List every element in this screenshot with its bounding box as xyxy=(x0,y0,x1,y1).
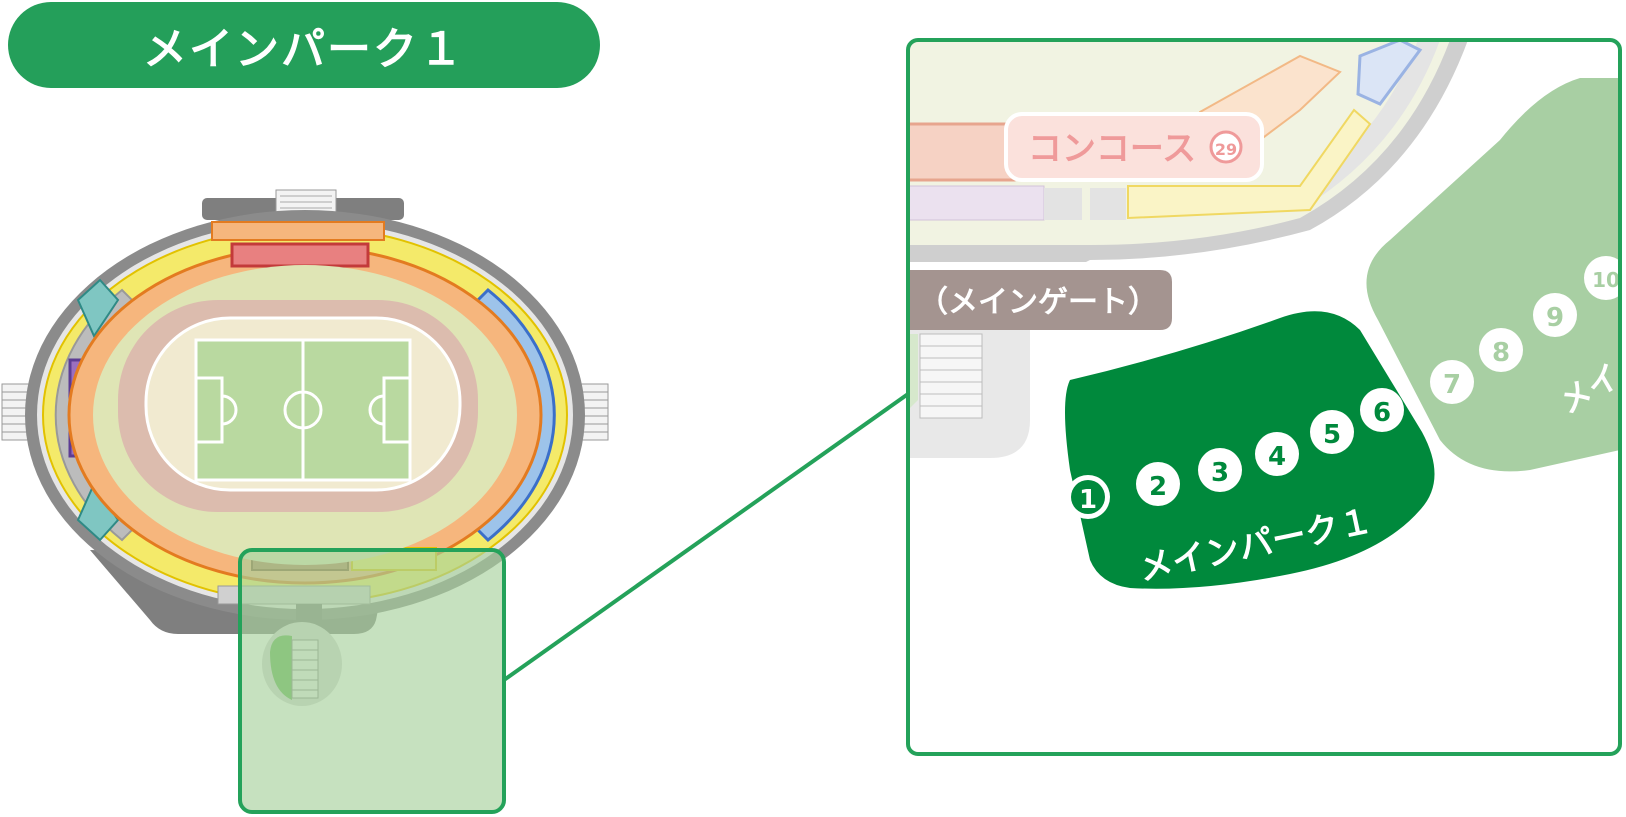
park-number-4: 4 xyxy=(1268,442,1286,472)
park-number-5: 5 xyxy=(1323,420,1341,450)
neighbor-number-10: 10 xyxy=(1592,268,1620,292)
page-title: メインパーク１ xyxy=(8,2,600,88)
neighbor-number-9: 9 xyxy=(1546,303,1564,333)
stadium-overview xyxy=(1,189,609,634)
neighbor-number-8: 8 xyxy=(1492,338,1510,368)
park-number-6: 6 xyxy=(1373,398,1391,428)
park-number-badges: 1 2 3 4 5 6 xyxy=(1066,388,1404,519)
park-number-1: 1 xyxy=(1079,485,1097,515)
gate-label: （メインゲート） xyxy=(908,270,1172,330)
connector-line xyxy=(502,392,910,682)
neighbor-number-7: 7 xyxy=(1443,370,1461,400)
highlight-box[interactable] xyxy=(238,548,506,814)
concourse-label: コンコース 29 xyxy=(1004,112,1264,182)
park-number-3: 3 xyxy=(1211,458,1229,488)
park-number-2: 2 xyxy=(1149,472,1167,502)
inset-frame xyxy=(906,38,1622,756)
concourse-number: 29 xyxy=(1215,140,1237,159)
main-park-1[interactable]: 1 2 3 4 5 6 メインパーク１ xyxy=(1065,311,1435,589)
gate-text: （メインゲート） xyxy=(918,285,1158,320)
concourse-text: コンコース xyxy=(1028,129,1196,169)
